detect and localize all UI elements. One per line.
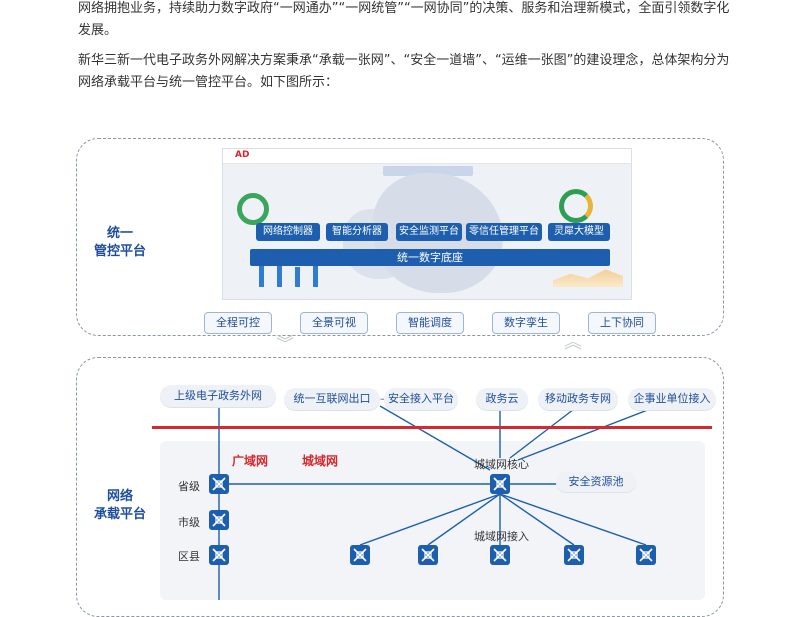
enterprise-access: 企事业单位接入 bbox=[628, 388, 716, 410]
boundary-line bbox=[152, 426, 712, 429]
level-province: 省级 bbox=[178, 480, 200, 493]
map-shape-west bbox=[343, 209, 413, 279]
feature-full-control: 全程可控 bbox=[204, 312, 272, 334]
network-platform-label: 网络 承载平台 bbox=[90, 488, 150, 524]
management-platform-box bbox=[76, 138, 724, 336]
wan-title: 广域网 bbox=[232, 454, 269, 468]
switch-icon-access bbox=[490, 545, 510, 565]
network-label-line1: 网络 bbox=[106, 489, 133, 504]
dashboard-top-bar: AD bbox=[223, 149, 631, 164]
level-city: 市级 bbox=[178, 516, 200, 529]
switch-icon-city bbox=[209, 510, 229, 530]
switch-icon-province bbox=[209, 474, 229, 494]
dashboard-title-block bbox=[383, 166, 473, 176]
safe-access-platform: 安全接入平台 bbox=[384, 388, 458, 410]
security-resource-pool: 安全资源池 bbox=[556, 472, 636, 492]
metro-access-label: 城域网接入 bbox=[474, 530, 529, 543]
network-area bbox=[160, 441, 705, 600]
management-label-line2: 管控平台 bbox=[93, 244, 146, 259]
switch-icon-access bbox=[418, 545, 438, 565]
feature-panoramic-view: 全景可视 bbox=[300, 312, 368, 334]
management-platform-label: 统一 管控平台 bbox=[90, 225, 150, 261]
feature-smart-scheduling: 智能调度 bbox=[396, 312, 464, 334]
chevron-up-icon: ︽ bbox=[564, 332, 582, 353]
level-county: 区县 bbox=[178, 550, 200, 563]
switch-icon-access bbox=[350, 545, 370, 565]
module-network-controller: 网络控制器 bbox=[256, 223, 320, 241]
switch-icon-access bbox=[636, 545, 656, 565]
module-zero-trust: 零信任管理平台 bbox=[466, 223, 542, 241]
gauge-ring-left bbox=[237, 193, 269, 225]
chevron-down-icon: ︾ bbox=[276, 334, 294, 355]
feature-digital-twin: 数字孪生 bbox=[492, 312, 560, 334]
chart-bar bbox=[259, 265, 264, 287]
dashboard-logo: AD bbox=[235, 150, 250, 160]
connection-lines bbox=[218, 400, 659, 600]
upper-gov-network: 上级电子政务外网 bbox=[160, 385, 276, 407]
module-intelligent-analyzer: 智能分析器 bbox=[326, 223, 388, 241]
chart-bar bbox=[295, 267, 300, 287]
feature-collaboration: 上下协同 bbox=[588, 312, 656, 334]
management-label-line1: 统一 bbox=[106, 226, 133, 241]
chart-bar bbox=[313, 259, 318, 287]
network-label-line2: 承载平台 bbox=[93, 507, 146, 522]
switch-icon-access bbox=[564, 545, 584, 565]
switch-icon-metro-core bbox=[490, 474, 510, 494]
internet-exit: 统一互联网出口 bbox=[284, 388, 380, 410]
metro-core-label: 城域网核心 bbox=[474, 458, 529, 471]
gauge-ring-right bbox=[559, 189, 593, 223]
intro-paragraph-2: 新华三新一代电子政务外网解决方案秉承“承载一张网”、“安全一道墙”、“运维一张图… bbox=[78, 53, 730, 90]
unified-digital-base: 统一数字底座 bbox=[250, 249, 610, 266]
gov-cloud: 政务云 bbox=[476, 388, 528, 410]
switch-icon-county bbox=[209, 545, 229, 565]
intro-paragraph-1: 网络拥抱业务，持续助力数字政府“一网通办”“一网统管”“一网协同”的决策、服务和… bbox=[78, 1, 730, 38]
module-security-monitoring: 安全监测平台 bbox=[396, 223, 462, 241]
chart-bar bbox=[277, 261, 282, 287]
mobile-gov-network: 移动政务专网 bbox=[538, 388, 618, 410]
module-lingxi-model: 灵犀大模型 bbox=[548, 223, 610, 241]
metro-title: 城域网 bbox=[302, 454, 339, 468]
